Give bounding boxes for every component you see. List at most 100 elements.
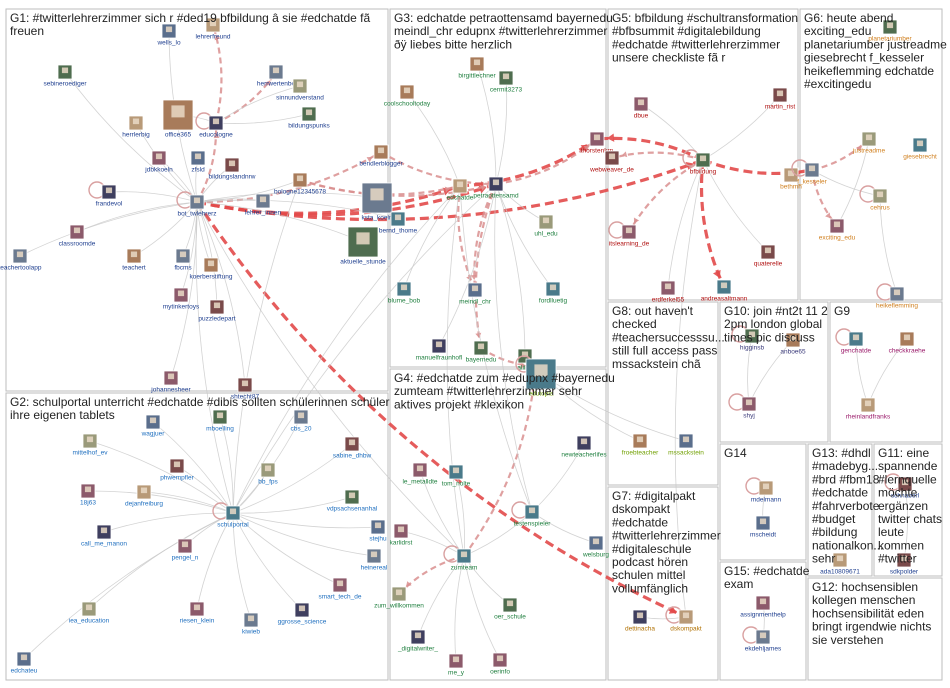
node-andreasaltmann[interactable]: andreasaltmann: [701, 279, 748, 303]
node-wagjuer[interactable]: wagjuer: [141, 414, 166, 438]
node-iea_education[interactable]: iea_education: [69, 601, 110, 625]
node-meindl_chr[interactable]: meindl_chr: [459, 282, 492, 306]
node-mdelmann[interactable]: mdelmann: [745, 477, 782, 504]
node-higginsb[interactable]: higginsb: [731, 325, 764, 352]
node-mboelling[interactable]: mboelling: [206, 409, 234, 433]
node-herrwertenbe[interactable]: herrwertenbe: [257, 64, 296, 88]
node-uhl_edu[interactable]: uhl_edu: [534, 214, 558, 238]
node-bildungslandnrw[interactable]: bildungslandnrw: [209, 157, 256, 181]
node-fordlluetig[interactable]: fordlluetig: [539, 281, 568, 305]
node-tom_nolte[interactable]: tom_nolte: [442, 464, 471, 488]
node-genchatde[interactable]: genchatde: [835, 328, 872, 355]
node-rheinlandfranks[interactable]: rheinlandfranks: [846, 397, 891, 421]
node-karlidrst[interactable]: karlidrst: [390, 523, 413, 547]
node-smart_tech_de[interactable]: smart_tech_de: [319, 577, 362, 601]
node-bb_fps[interactable]: bb_fps: [258, 462, 279, 486]
node-phwempfler[interactable]: phwempfler: [160, 458, 195, 482]
node-frandevol[interactable]: frandevol: [88, 181, 123, 208]
node-wells_lo[interactable]: wells_lo: [156, 23, 181, 47]
node-ksta_koeln[interactable]: ksta_koeln: [361, 182, 393, 222]
node-zumteam[interactable]: zumteam: [443, 545, 477, 572]
node-testenspieler[interactable]: testenspieler: [511, 501, 551, 528]
node-educologne[interactable]: educologne: [195, 112, 233, 139]
node-18j63[interactable]: 18j63: [80, 483, 96, 507]
node-office365[interactable]: office365: [162, 99, 194, 139]
node-mscheidt[interactable]: mscheidt: [750, 515, 776, 539]
node-anboe65[interactable]: anboe65: [780, 332, 806, 356]
node-itslearning_de[interactable]: itslearning_de: [608, 221, 650, 248]
node-martin_rist[interactable]: martin_rist: [765, 87, 796, 111]
node-bendlerblogger[interactable]: bendlerblogger: [359, 144, 404, 168]
node-herrlerbig[interactable]: herrlerbig: [122, 115, 150, 139]
node-teachert[interactable]: teachert: [122, 248, 146, 272]
node-thorstenkrn[interactable]: thorstenkrn: [581, 131, 614, 155]
node-newteacherlifes[interactable]: newteacherlifes: [561, 435, 607, 459]
node-bernd_thome[interactable]: bernd_thome: [379, 211, 418, 235]
node-riesen_klein[interactable]: riesen_klein: [180, 601, 215, 625]
node-pengel_n[interactable]: pengel_n: [172, 538, 199, 562]
node-cermit3273[interactable]: cermit3273: [490, 70, 523, 94]
node-ggrosse_science[interactable]: ggrosse_science: [278, 602, 327, 626]
node-erdferkel55[interactable]: erdferkel55: [652, 280, 685, 304]
node-welsburg[interactable]: welsburg: [582, 535, 609, 559]
node-oerinfo[interactable]: oerinfo: [490, 652, 510, 676]
node-shyj[interactable]: shyj: [728, 393, 757, 420]
node-heikeflemming[interactable]: heikeflemming: [876, 283, 918, 310]
node-call_me_manon[interactable]: call_me_manon: [81, 524, 127, 548]
node-edchateu[interactable]: edchateu: [11, 651, 38, 675]
node-cehrus[interactable]: cehrus: [859, 185, 891, 212]
node-schulportal[interactable]: schulportal: [212, 502, 249, 529]
node-assignmenthelp[interactable]: assignmenthelp: [740, 595, 786, 619]
node-bfbildung[interactable]: bfbildung: [682, 149, 717, 176]
node-f_kesseler[interactable]: f_kesseler: [791, 159, 828, 186]
node-quaterelle[interactable]: quaterelle: [754, 244, 783, 268]
node-puzzledepart[interactable]: puzzledepart: [198, 299, 236, 323]
node-froebteacher[interactable]: froebteacher: [622, 433, 659, 457]
node-coolschooltoday[interactable]: coolschooltoday: [384, 84, 431, 108]
node-bayernedu[interactable]: bayernedu: [466, 340, 497, 364]
node-manuelfraunhofl[interactable]: manuelfraunhofl: [416, 338, 463, 362]
node-mssackstein[interactable]: mssackstein: [668, 433, 704, 457]
node-ekdehljames[interactable]: ekdehljames: [742, 626, 782, 653]
node-cbs_20[interactable]: cbs_20: [291, 409, 312, 433]
node-dbue[interactable]: dbue: [633, 96, 649, 120]
node-johannesheer[interactable]: johannesheer: [150, 370, 192, 394]
node-stejhu[interactable]: stejhu: [369, 519, 387, 543]
node-dskompakt[interactable]: dskompakt: [665, 606, 702, 633]
node-shtecht87[interactable]: shtecht87: [231, 377, 260, 401]
node-lehrerfreund[interactable]: lehrerfreund: [195, 17, 231, 41]
node-teachertoolapp[interactable]: teachertoolapp: [0, 248, 42, 272]
node-sabine_dhbw[interactable]: sabine_dhbw: [333, 436, 372, 460]
node-petraottensamd[interactable]: petraottensamd: [473, 176, 519, 200]
node-vdpsachsenanhal[interactable]: vdpsachsenanhal: [327, 489, 378, 513]
node-edutopia[interactable]: edutopia: [525, 358, 557, 398]
node-le_metalldte[interactable]: le_metalldte: [402, 462, 438, 486]
node-dejanfreiburg[interactable]: dejanfreiburg: [125, 484, 163, 508]
node-mytinkertoys[interactable]: mytinkertoys: [163, 287, 200, 311]
node-blume_bob[interactable]: blume_bob: [388, 281, 421, 305]
node-bildungspunks[interactable]: bildungspunks: [288, 106, 331, 130]
node-heinereal[interactable]: heinereal: [361, 548, 388, 572]
node-sinnundverstand[interactable]: sinnundverstand: [276, 78, 324, 102]
node-fbcms[interactable]: fbcms: [174, 248, 192, 272]
node-giesebrecht[interactable]: giesebrecht: [903, 137, 937, 161]
node-me_y[interactable]: me_y: [448, 653, 465, 677]
node-birgittlechner[interactable]: birgittlechner: [458, 56, 496, 80]
node-schnaberl[interactable]: schnaberl: [884, 473, 920, 500]
node-sdkpolder[interactable]: sdkpolder: [890, 552, 919, 576]
node-webweaver_de[interactable]: webweaver_de: [589, 150, 634, 174]
node-dettinacha[interactable]: dettinacha: [625, 609, 655, 633]
node-zfsld[interactable]: zfsld: [190, 150, 206, 174]
node-_digitalwriter_[interactable]: _digitalwriter_: [397, 629, 438, 653]
node-classroomde[interactable]: classroomde: [59, 224, 96, 248]
node-mittelhof_ev[interactable]: mittelhof_ev: [72, 433, 108, 457]
node-ada10809671[interactable]: ada10809671: [820, 552, 860, 576]
node-bologne12345678[interactable]: bologne12345678: [274, 172, 326, 196]
node-jdbkkoeln[interactable]: jdbkkoeln: [144, 150, 173, 174]
node-checkkraehe[interactable]: checkkraehe: [889, 331, 926, 355]
node-justreadme[interactable]: justreadme: [852, 131, 886, 155]
node-edchatde[interactable]: edchatde: [447, 178, 474, 202]
node-sebineroediger[interactable]: sebineroediger: [43, 64, 87, 88]
node-exciting_edu[interactable]: exciting_edu: [819, 218, 856, 242]
node-lehrer_innen[interactable]: lehrer_innen: [245, 193, 282, 217]
